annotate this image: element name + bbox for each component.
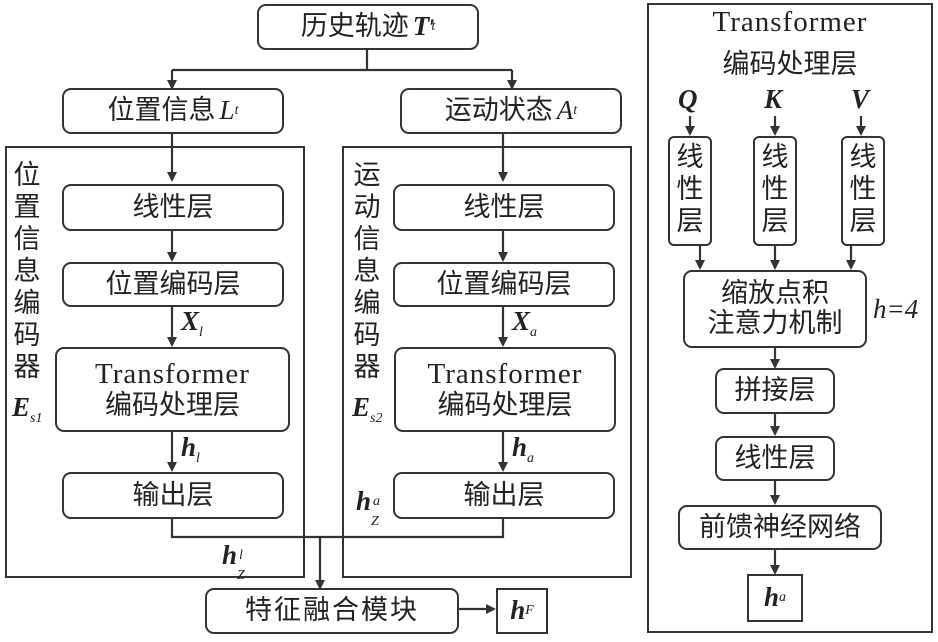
x-a-variable: Xa (512, 306, 538, 340)
q-input-label: Q (678, 84, 698, 114)
position-linear-layer: 线性层 (62, 184, 284, 231)
h-l-variable: hl (181, 432, 200, 466)
connector-merge (170, 519, 505, 539)
detail-title-line2: 编码处理层 (722, 49, 858, 80)
v-linear-layer: 线性层 (841, 136, 885, 246)
motion-position-encoding-layer: 位置编码层 (393, 262, 615, 307)
k-input-label: K (764, 84, 783, 114)
feed-forward-network: 前馈神经网络 (678, 505, 882, 550)
feature-fusion-module: 特征融合模块 (205, 588, 459, 634)
position-encoder-symbol: Es1 (12, 392, 43, 426)
detail-linear-layer: 线性层 (715, 436, 835, 481)
history-trajectory-label: 历史轨迹 (300, 11, 409, 43)
motion-transformer-layer: Transformer 编码处理层 (394, 347, 616, 432)
position-encoding-layer: 位置编码层 (62, 262, 284, 307)
heads-label: h=4 (873, 294, 919, 324)
v-input-label: V (851, 84, 870, 114)
h-a-variable: ha (512, 432, 535, 466)
x-l-variable: Xl (181, 306, 203, 340)
position-transformer-layer: Transformer 编码处理层 (55, 347, 290, 432)
motion-output-layer: 输出层 (393, 472, 615, 519)
motion-encoder-label: 运动信息编码器 (353, 160, 381, 383)
motion-encoder-symbol: Es2 (352, 392, 383, 426)
position-encoder-frame (5, 146, 305, 578)
motion-encoder-frame (342, 146, 632, 578)
q-linear-layer: 线性层 (668, 136, 712, 246)
position-output-layer: 输出层 (62, 472, 284, 519)
motion-linear-layer: 线性层 (393, 184, 615, 231)
k-linear-layer: 线性层 (753, 136, 797, 246)
history-trajectory-symbol: T (412, 11, 430, 42)
position-encoder-label: 位置信息编码器 (13, 160, 41, 383)
concat-layer: 拼接层 (715, 368, 835, 414)
scaled-dot-product-attention: 缩放点积 注意力机制 (683, 270, 867, 348)
detail-title-line1: Transformer (712, 6, 868, 38)
history-trajectory-box: 历史轨迹 T′t (257, 4, 479, 50)
transformer-detail-frame (647, 3, 933, 633)
